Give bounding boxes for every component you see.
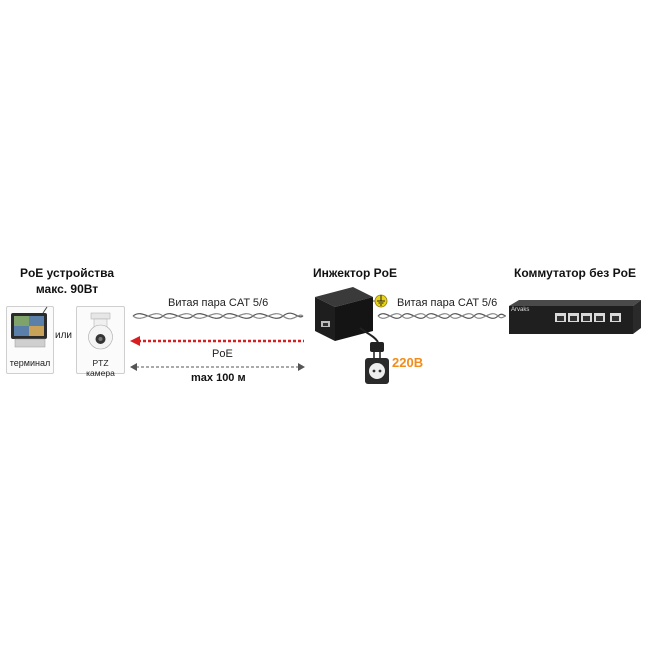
poe-power-arrow <box>130 336 304 346</box>
distance-arrow <box>130 363 305 371</box>
terminal-label: терминал <box>9 358 51 368</box>
poe-devices-title-line2: макс. 90Вт <box>35 282 99 296</box>
power-socket-icon <box>365 358 389 384</box>
right-twisted-pair-cable <box>377 313 507 319</box>
ptz-camera-device: PTZ камера <box>76 306 125 378</box>
switch-title: Коммутатор без PoE <box>514 266 636 280</box>
terminal-device: терминал <box>6 306 54 374</box>
right-cable-label: Витая пара CAT 5/6 <box>397 297 498 309</box>
distance-label: max 100 м <box>191 372 246 384</box>
switch-brand-label: Arvaks <box>511 307 530 313</box>
network-switch <box>509 300 641 334</box>
injector-title: Инжектор PoE <box>313 266 397 280</box>
or-label: или <box>55 330 73 341</box>
power-plug-icon <box>359 327 384 358</box>
left-twisted-pair-cable <box>132 312 304 320</box>
poe-label: PoE <box>212 348 233 360</box>
left-cable-label: Витая пара CAT 5/6 <box>168 297 269 309</box>
ptz-camera-label: PTZ камера <box>86 358 115 378</box>
terminal-icon <box>11 306 48 348</box>
ground-icon <box>374 294 388 308</box>
ptz-camera-icon <box>88 312 113 350</box>
poe-devices-title-line1: PoE устройства <box>19 266 115 280</box>
voltage-label: 220В <box>392 355 424 370</box>
poe-devices-title: PoE устройства макс. 90Вт <box>8 265 126 297</box>
